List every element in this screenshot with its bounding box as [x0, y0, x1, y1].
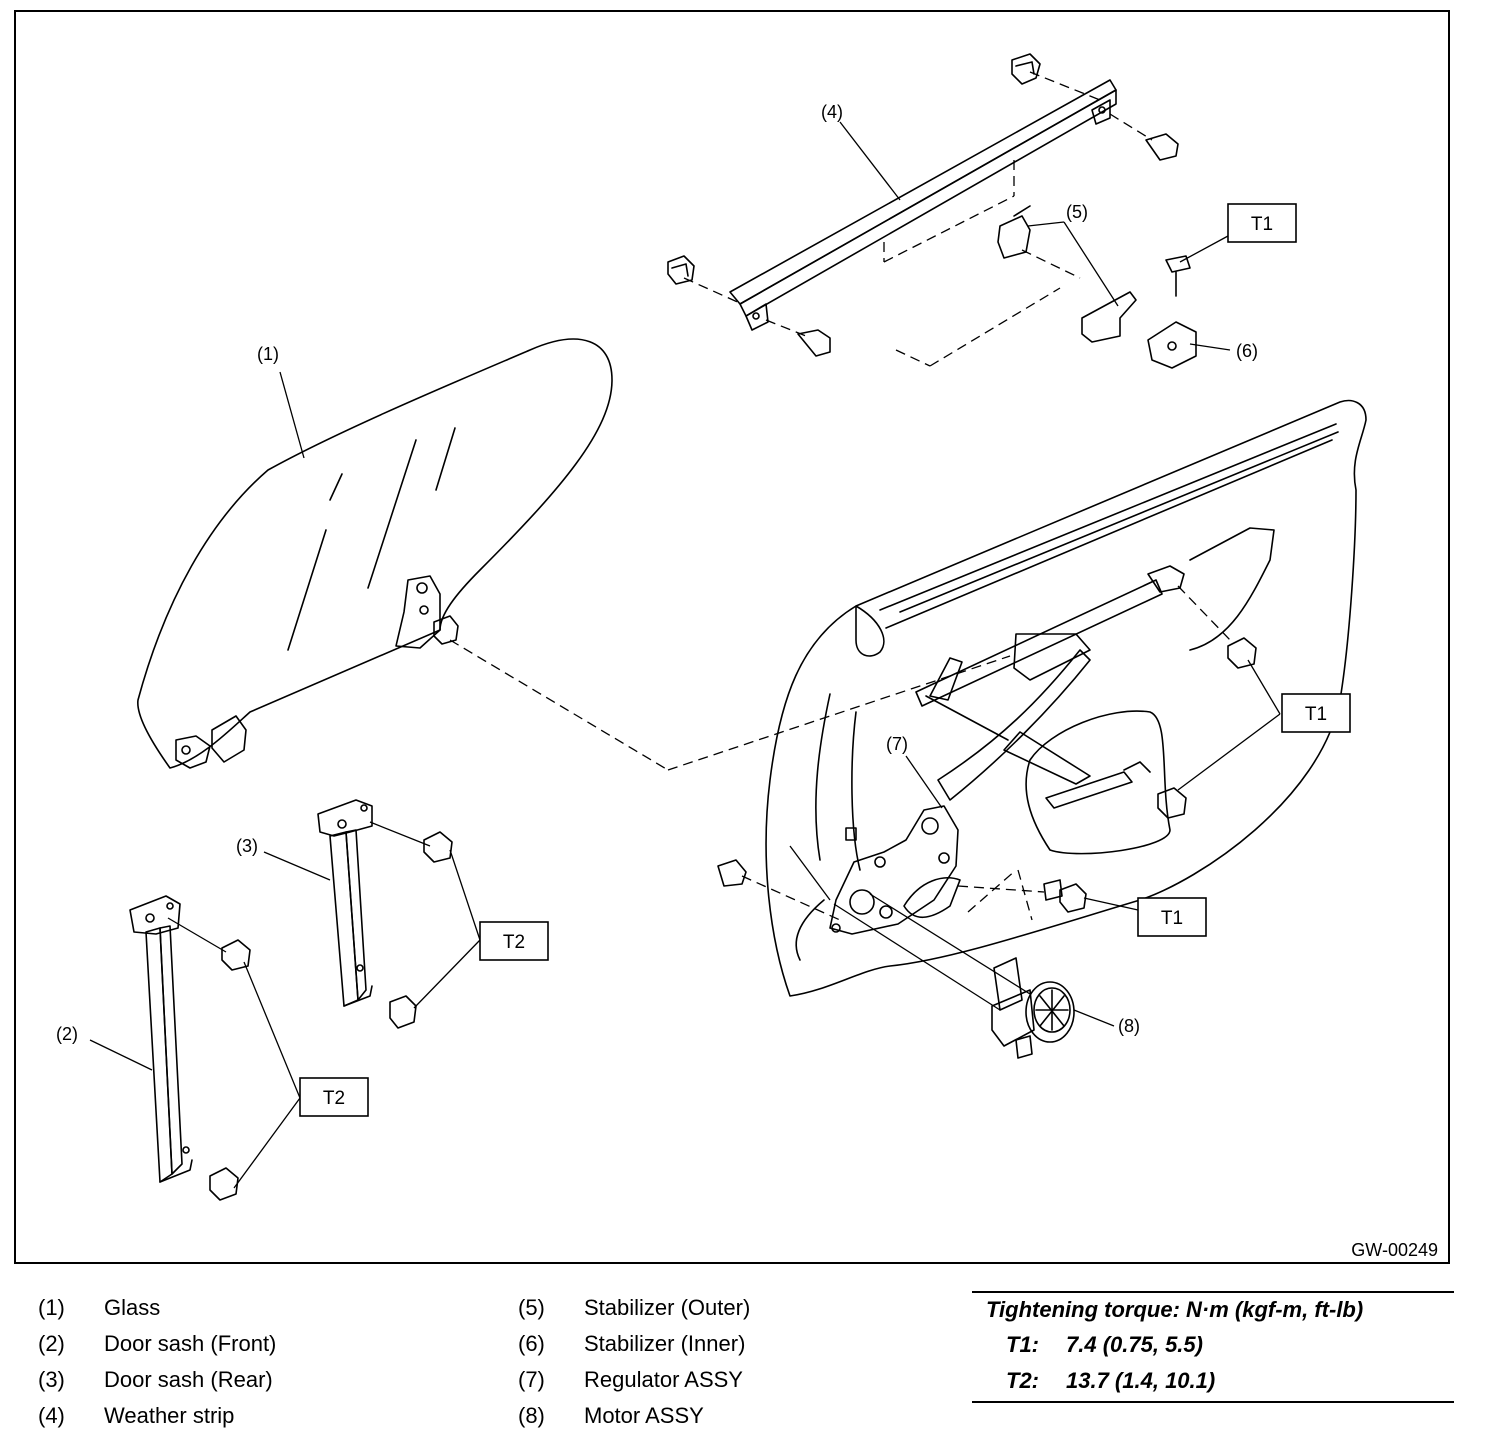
legend-number: (3) — [38, 1367, 65, 1392]
figure-id: GW-00249 — [1351, 1240, 1438, 1260]
door-sash-rear-part — [317, 799, 453, 1029]
weather-strip-part — [667, 53, 1179, 357]
callout-1: (1) — [257, 344, 279, 364]
callout-8: (8) — [1118, 1016, 1140, 1036]
torque-box-t1-bottom-label: T1 — [1161, 908, 1183, 929]
torque-box-t2-front: T2 — [299, 1077, 369, 1117]
regulator-part — [829, 565, 1185, 935]
torque-box-t2-front-label: T2 — [323, 1088, 345, 1109]
torque-row-t1: T1: 7.4 (0.75, 5.5) — [1006, 1332, 1203, 1358]
door-panel — [765, 399, 1367, 997]
assembly-lines — [449, 71, 1233, 921]
legend-label: Regulator ASSY — [584, 1367, 743, 1392]
callout-6: (6) — [1236, 341, 1258, 361]
callout-3: (3) — [236, 836, 258, 856]
torque-box-t1-right-label: T1 — [1305, 704, 1327, 725]
torque-row-t2: T2: 13.7 (1.4, 10.1) — [1006, 1368, 1215, 1394]
callout-7: (7) — [886, 734, 908, 754]
leader-lines — [89, 121, 1281, 1189]
legend-number: (1) — [38, 1295, 65, 1320]
torque-table-title: Tightening torque: N·m (kgf-m, ft-lb) — [986, 1297, 1364, 1322]
legend-number: (5) — [518, 1295, 545, 1320]
torque-box-t1-bottom: T1 — [1137, 897, 1207, 937]
legend-label: Stabilizer (Outer) — [584, 1295, 751, 1320]
legend-number: (6) — [518, 1331, 545, 1356]
legend-number: (2) — [38, 1331, 65, 1356]
legend-number: (4) — [38, 1403, 65, 1428]
legend-label: Glass — [104, 1295, 161, 1320]
torque-box-t1-top-label: T1 — [1251, 214, 1273, 235]
callout-4: (4) — [821, 102, 843, 122]
door-sash-front-part — [129, 895, 251, 1201]
callout-5: (5) — [1066, 202, 1088, 222]
torque-code: T1: — [1006, 1332, 1039, 1357]
torque-box-t1-right: T1 — [1281, 693, 1351, 733]
torque-box-t2-rear-label: T2 — [503, 932, 525, 953]
torque-code: T2: — [1006, 1368, 1039, 1393]
fasteners — [717, 637, 1257, 913]
diagram-frame — [14, 10, 1450, 1264]
legend-label: Door sash (Rear) — [104, 1367, 273, 1392]
legend-number: (8) — [518, 1403, 545, 1428]
torque-value: 7.4 (0.75, 5.5) — [1066, 1332, 1203, 1357]
torque-box-t1-top: T1 — [1227, 203, 1297, 243]
legend-number: (7) — [518, 1367, 545, 1392]
stabilizer-inner-part — [1147, 255, 1197, 369]
glass-part — [137, 338, 613, 769]
legend-label: Door sash (Front) — [104, 1331, 277, 1356]
legend-label: Weather strip — [104, 1403, 235, 1428]
torque-box-t2-rear: T2 — [479, 921, 549, 961]
callout-2: (2) — [56, 1024, 78, 1044]
legend-label: Motor ASSY — [584, 1403, 704, 1428]
torque-value: 13.7 (1.4, 10.1) — [1066, 1368, 1216, 1393]
motor-part — [991, 957, 1075, 1059]
legend-label: Stabilizer (Inner) — [584, 1331, 746, 1356]
exploded-diagram: (1) (4) (5) (6) (7) (8) (3) (2) T1 T1 T1… — [56, 53, 1438, 1260]
torque-table: Tightening torque: N·m (kgf-m, ft-lb) T1… — [972, 1291, 1454, 1403]
